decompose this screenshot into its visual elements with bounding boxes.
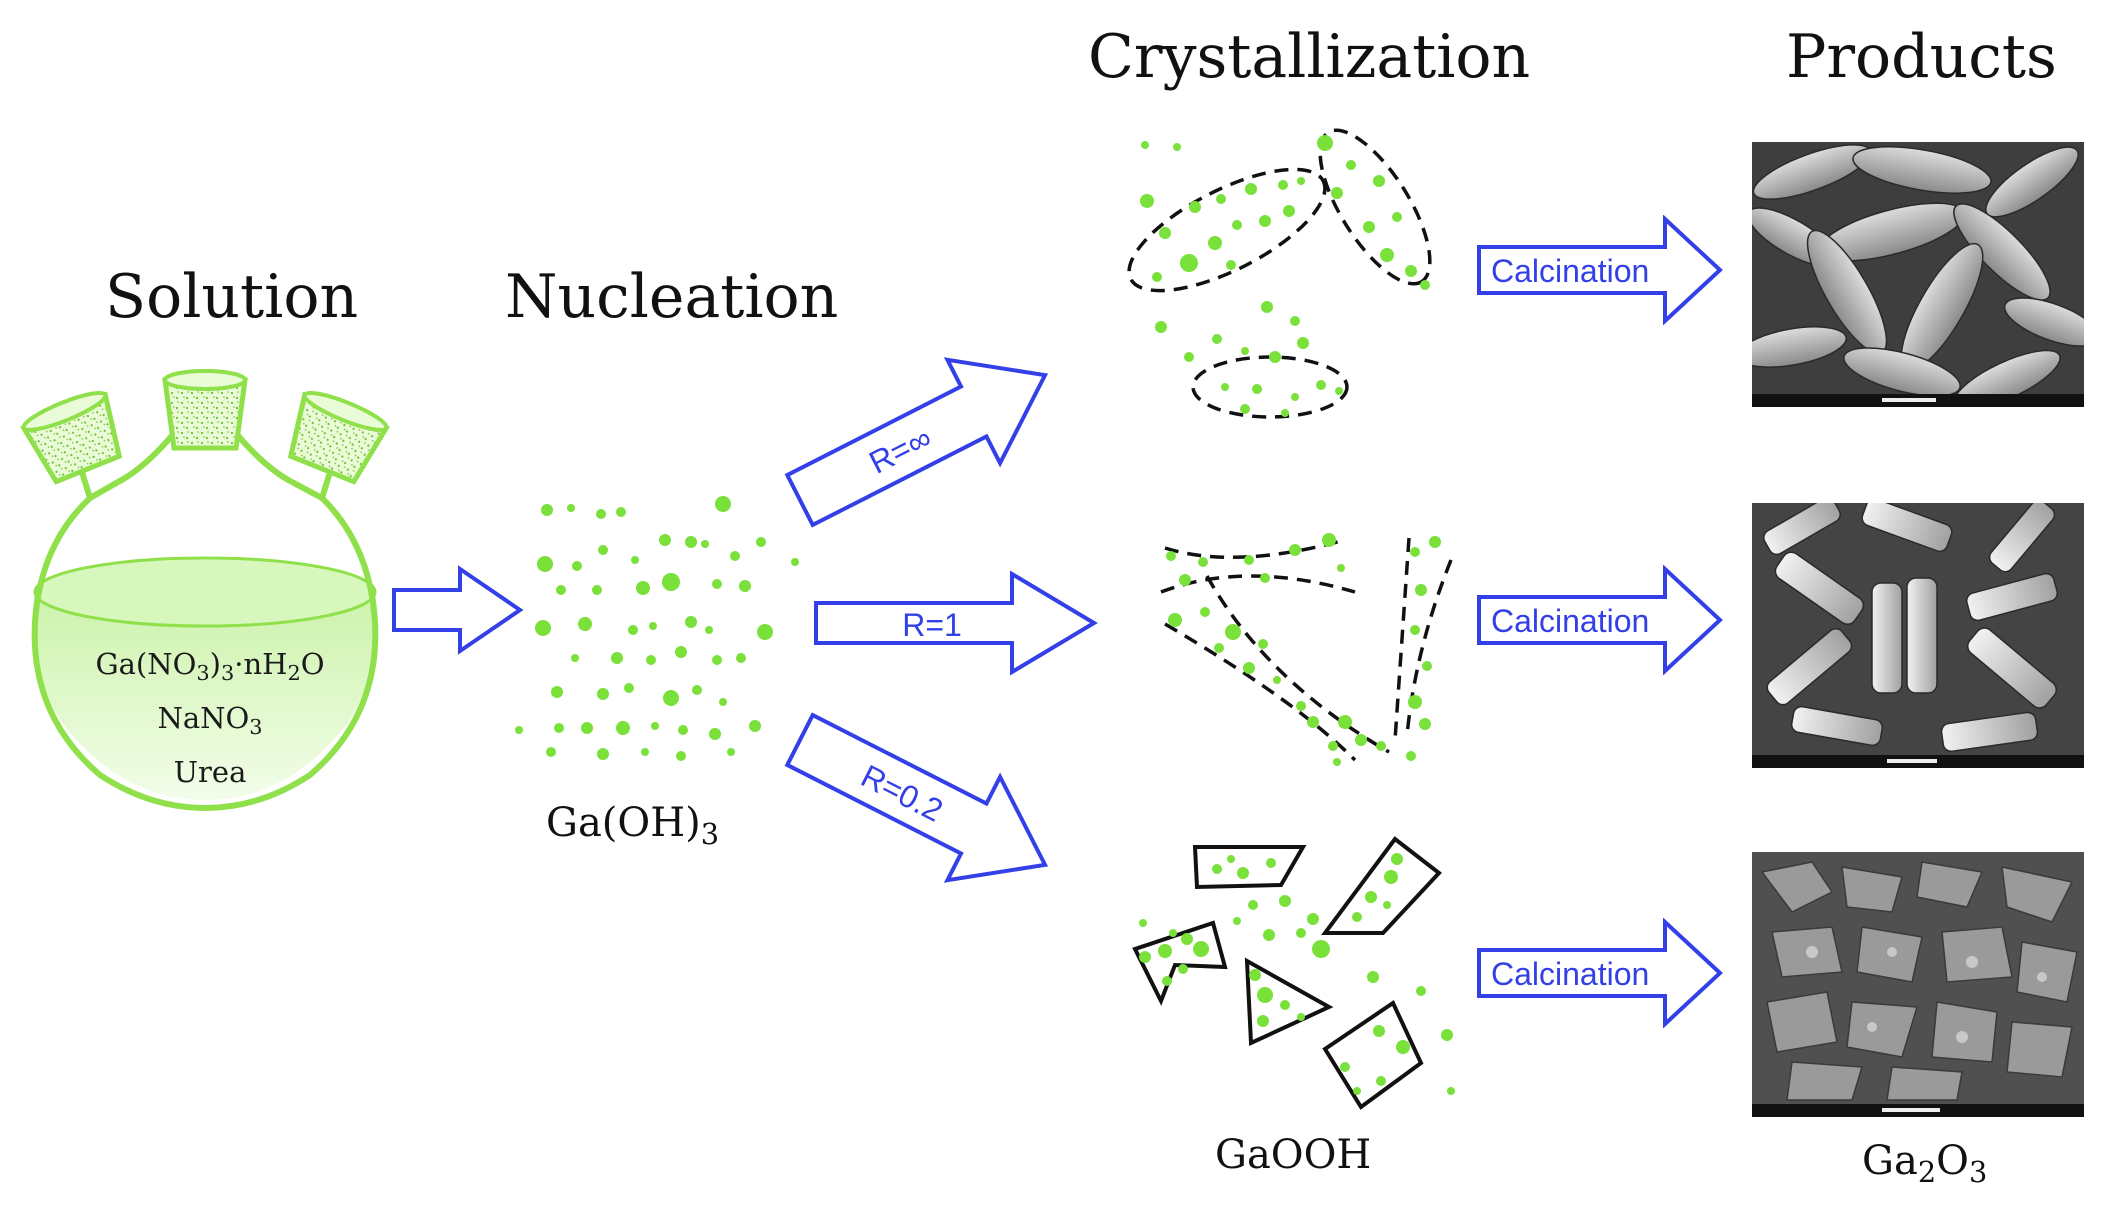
calcination-label-2: Calcination <box>1491 603 1649 639</box>
calcination-arrow-1: Calcination <box>1477 215 1723 325</box>
ratio-arrow-infinity: R=∞ <box>784 357 1049 528</box>
calcination-arrow-3: Calcination <box>1477 918 1723 1028</box>
left-stopper <box>20 390 123 485</box>
nucleation-product-label: Ga(OH)3 <box>546 800 720 852</box>
flask-line-urea: Urea <box>173 754 247 789</box>
crystallization-rods <box>1127 128 1432 419</box>
crystallization-polyhedra <box>1132 836 1455 1110</box>
sem-image-rods <box>1752 142 2084 407</box>
flask-line-sodium-nitrate: NaNO3 <box>157 700 263 739</box>
nucleation-particles <box>515 496 799 761</box>
three-neck-flask <box>20 369 390 811</box>
ratio-arrow-one: R=1 <box>814 570 1098 676</box>
header-nucleation: Nucleation <box>505 262 839 332</box>
calcination-label-1: Calcination <box>1491 253 1649 289</box>
header-products: Products <box>1786 22 2057 92</box>
arrow-solution-to-nucleation <box>392 565 524 655</box>
calcination-arrow-2: Calcination <box>1477 565 1723 675</box>
header-crystallization: Crystallization <box>1088 22 1531 92</box>
final-product-label: Ga2O3 <box>1862 1138 1988 1190</box>
sem-image-aggregates <box>1752 852 2084 1117</box>
header-solution: Solution <box>105 262 359 332</box>
center-stopper <box>162 369 248 451</box>
flask-contents: Ga(NO3)3·nH2O NaNO3 Urea <box>40 642 380 795</box>
crystallization-plates <box>1160 533 1453 766</box>
right-stopper <box>287 390 390 485</box>
calcination-label-3: Calcination <box>1491 956 1649 992</box>
crystallization-product-label: GaOOH <box>1215 1132 1372 1178</box>
sem-image-prisms <box>1752 503 2084 768</box>
flask-line-gallium-nitrate: Ga(NO3)3·nH2O <box>95 647 325 685</box>
ratio-arrow-zero-point-two: R=0.2 <box>784 712 1049 883</box>
ratio-label-one: R=1 <box>902 607 962 643</box>
